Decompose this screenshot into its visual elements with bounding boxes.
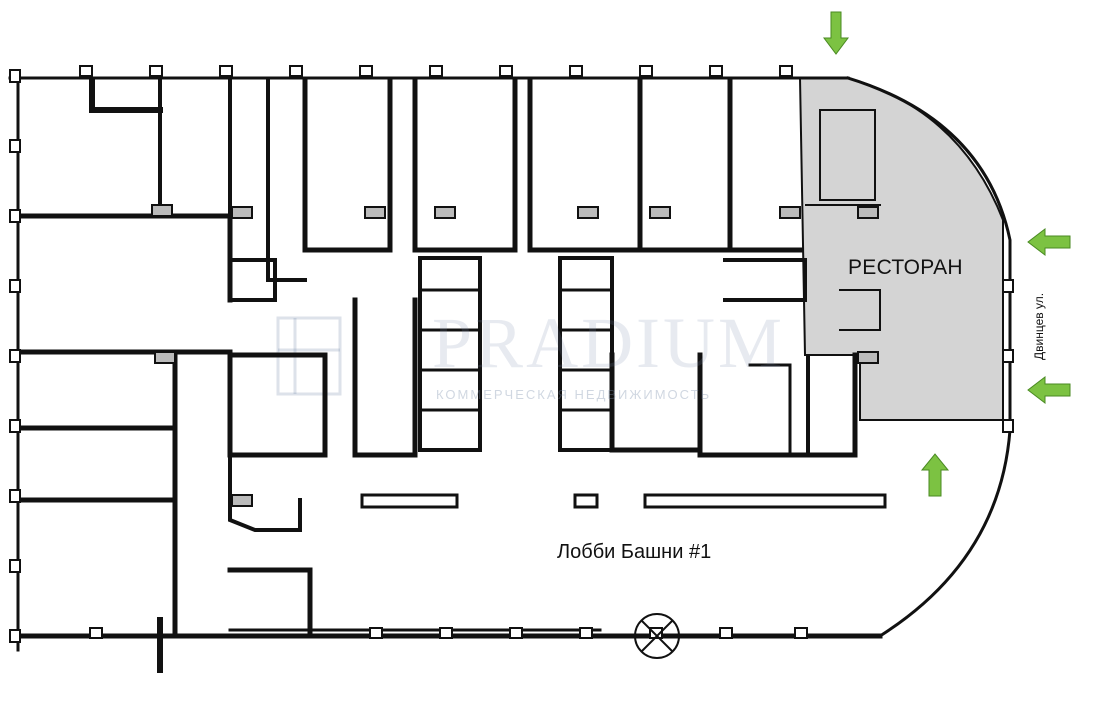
street-label: Двинцев ул. (1032, 292, 1046, 360)
entrance-arrow-bottom-icon (920, 453, 950, 497)
entrance-arrows (823, 11, 1071, 497)
lobby-benches (360, 493, 887, 509)
restaurant-label: РЕСТОРАН (848, 256, 963, 279)
entrance-arrow-right-lower-icon (1027, 375, 1071, 405)
watermark-tagline: КОММЕРЧЕСКАЯ НЕДВИЖИМОСТЬ (436, 387, 712, 402)
watermark-name: PRADIUM (432, 303, 786, 383)
entrance-arrow-top-icon (823, 11, 849, 55)
restaurant-area[interactable] (798, 77, 1004, 421)
walls (8, 76, 1012, 673)
entrance-arrow-right-upper-icon (1027, 227, 1071, 257)
column-markers (151, 204, 879, 507)
lobby-label: Лобби Башни #1 (557, 541, 712, 563)
column-x-mark-icon (634, 613, 680, 659)
facade-columns (9, 65, 1014, 643)
